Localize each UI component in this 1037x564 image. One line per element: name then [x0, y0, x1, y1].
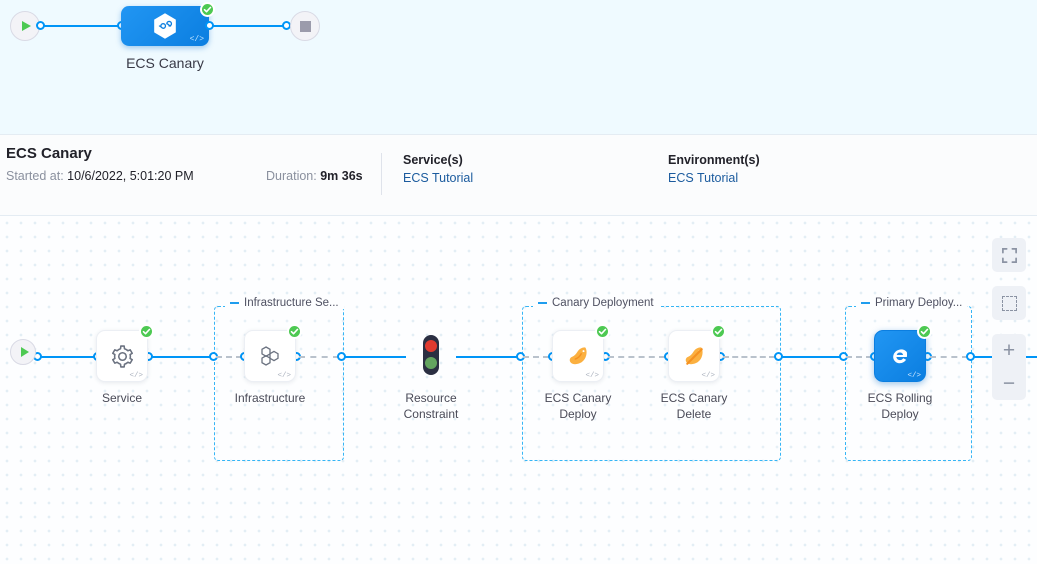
- info-divider: [381, 153, 382, 195]
- pipeline-start-node[interactable]: [10, 11, 40, 41]
- environments-column: Environment(s) ECS Tutorial: [668, 153, 760, 185]
- node-label-line1: Resource: [405, 391, 457, 405]
- environments-value-link[interactable]: ECS Tutorial: [668, 171, 739, 185]
- node-label-line1: ECS Rolling: [867, 391, 933, 405]
- node-label-line2: Constraint: [403, 407, 459, 421]
- node-label-line2: Deploy: [559, 407, 597, 421]
- minimap-toggle-icon: [1001, 295, 1017, 311]
- group-label-canary[interactable]: Canary Deployment: [533, 297, 659, 309]
- status-badge-success: [200, 2, 215, 17]
- node-label-line1: ECS Canary: [660, 391, 728, 405]
- group-infrastructure-section[interactable]: Infrastructure Se...: [214, 297, 344, 461]
- code-glyph: </>: [701, 372, 715, 380]
- collapse-icon[interactable]: [861, 302, 870, 304]
- code-glyph: </>: [189, 35, 204, 44]
- connector-service-infra: [151, 356, 213, 358]
- collapse-icon[interactable]: [230, 302, 239, 304]
- code-glyph: </>: [585, 372, 599, 380]
- connector-dash-canary-entry: [523, 356, 549, 358]
- node-label: ECS Rolling Deploy: [845, 390, 955, 422]
- canary-bird-delete-icon: [685, 346, 703, 365]
- status-badge-success: [139, 324, 154, 339]
- connector-dash-infra-entry: [216, 356, 242, 358]
- started-at-label: Started at: [6, 169, 61, 183]
- zoom-controls[interactable]: + −: [992, 334, 1026, 400]
- node-resource-constraint[interactable]: Resource Constraint: [404, 330, 458, 421]
- connector-canary-primary: [781, 356, 843, 358]
- connector-infra-resource: [344, 356, 406, 358]
- connector-dash-infra-exit: [299, 356, 339, 358]
- canary-bird-icon: [569, 346, 587, 364]
- code-glyph: </>: [907, 372, 921, 380]
- minimap-stage-ecs-canary[interactable]: </>: [121, 6, 209, 46]
- node-label: ECS Canary Delete: [639, 390, 749, 422]
- hexagon-cluster-icon: [261, 346, 279, 366]
- execution-info-bar: ECS Canary Started at: 10/6/2022, 5:01:2…: [0, 135, 1037, 216]
- duration-label: Duration: [266, 169, 314, 183]
- pipeline-stop-node[interactable]: [290, 11, 320, 41]
- group-label-text: Canary Deployment: [552, 297, 654, 309]
- zoom-out-button[interactable]: −: [1002, 371, 1016, 395]
- connector-dash-deploy-delete: [608, 356, 665, 358]
- stop-icon: [299, 20, 311, 32]
- status-badge-success: [917, 324, 932, 339]
- minimap-toggle-button[interactable]: [992, 286, 1026, 320]
- collapse-icon[interactable]: [538, 302, 547, 304]
- fullscreen-icon: [1001, 247, 1017, 263]
- play-icon: [20, 347, 29, 357]
- code-glyph: </>: [277, 372, 291, 380]
- connector-dash-primary-exit: [930, 356, 968, 358]
- services-column: Service(s) ECS Tutorial: [403, 153, 473, 185]
- status-badge-success: [287, 324, 302, 339]
- node-label-line2: Deploy: [881, 407, 919, 421]
- group-label-text: Primary Deploy...: [875, 297, 963, 309]
- ecs-rolling-deploy-icon: [892, 348, 907, 363]
- connector-dash-canary-exit: [723, 356, 775, 358]
- execution-graph-canvas[interactable]: Infrastructure Se... Canary Deployment P…: [0, 216, 1037, 564]
- minimap-strip: </> ECS Canary: [0, 0, 1037, 135]
- gear-icon: [111, 344, 133, 368]
- fullscreen-button[interactable]: [992, 238, 1026, 272]
- duration: Duration: 9m 36s: [266, 169, 363, 183]
- connector-start-service: [40, 356, 97, 358]
- node-label: Infrastructure: [234, 391, 306, 405]
- connector-resource-canary: [456, 356, 518, 358]
- minimap-connector-2: [212, 25, 286, 27]
- group-label-infrastructure[interactable]: Infrastructure Se...: [225, 297, 344, 309]
- group-label-primary[interactable]: Primary Deploy...: [856, 297, 968, 309]
- connector-dash-primary-entry: [846, 356, 872, 358]
- node-ecs-canary-deploy[interactable]: </> ECS Canary Deploy: [545, 324, 611, 421]
- status-badge-success: [711, 324, 726, 339]
- harness-infinity-hexagon-icon: [154, 13, 176, 39]
- group-label-text: Infrastructure Se...: [244, 297, 339, 309]
- code-glyph: </>: [129, 372, 143, 380]
- canvas-start-node[interactable]: [10, 339, 36, 365]
- node-label: Resource Constraint: [376, 390, 486, 422]
- duration-value: 9m 36s: [320, 169, 363, 183]
- play-icon: [22, 21, 31, 31]
- node-label-line1: ECS Canary: [544, 391, 612, 405]
- services-label: Service(s): [403, 153, 463, 167]
- node-service[interactable]: </> Service: [96, 324, 154, 405]
- node-label: Service: [101, 391, 142, 405]
- node-infrastructure[interactable]: </> Infrastructure: [235, 324, 305, 405]
- services-value-link[interactable]: ECS Tutorial: [403, 171, 474, 185]
- node-ecs-rolling-deploy[interactable]: </> ECS Rolling Deploy: [868, 324, 932, 421]
- zoom-in-button[interactable]: +: [1002, 338, 1016, 362]
- page-title: ECS Canary: [6, 145, 92, 162]
- node-label: ECS Canary Deploy: [523, 390, 633, 422]
- started-at: Started at: 10/6/2022, 5:01:20 PM: [6, 169, 194, 183]
- traffic-light-icon: [423, 335, 439, 375]
- node-label-line2: Delete: [676, 407, 712, 421]
- node-ecs-canary-delete[interactable]: </> ECS Canary Delete: [661, 324, 727, 421]
- started-at-value: 10/6/2022, 5:01:20 PM: [67, 169, 194, 183]
- environments-label: Environment(s): [668, 153, 760, 167]
- minimap-connector-1: [44, 25, 122, 27]
- minimap-stage-label: ECS Canary: [126, 55, 204, 71]
- status-badge-success: [595, 324, 610, 339]
